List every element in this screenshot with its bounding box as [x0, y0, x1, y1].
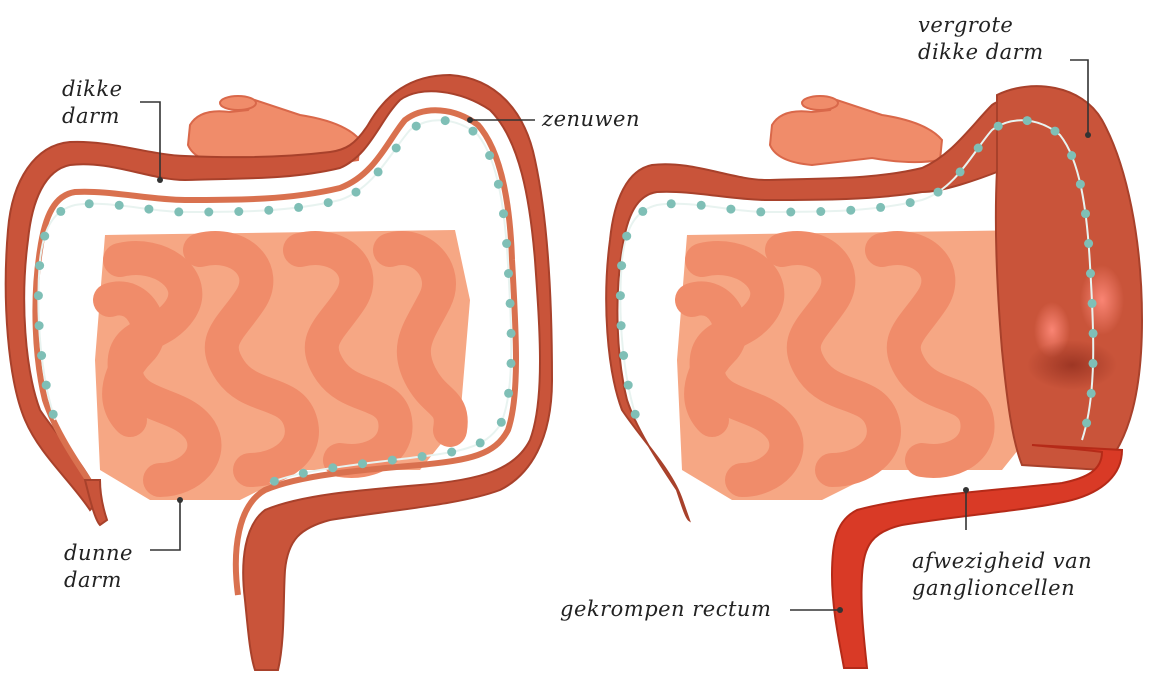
- nerve-dot: [1076, 180, 1085, 189]
- nerve-dot: [56, 207, 65, 216]
- nerve-dot: [876, 203, 885, 212]
- nerve-dot: [352, 188, 361, 197]
- label-zenuwen-text: zenuwen: [542, 106, 640, 133]
- nerve-dot: [294, 203, 303, 212]
- nerve-dot: [392, 144, 401, 153]
- nerve-dot: [485, 151, 494, 160]
- nerve-dot: [1023, 116, 1032, 125]
- nerve-dot: [667, 199, 676, 208]
- nerve-dot: [616, 291, 625, 300]
- nerve-dot: [994, 122, 1003, 131]
- nerve-dot: [726, 205, 735, 214]
- nerve-dot: [1089, 329, 1098, 338]
- nerve-dot: [1084, 239, 1093, 248]
- nerve-dot: [270, 477, 279, 486]
- label-gekrompen-rectum: gekrompen rectum: [560, 596, 771, 623]
- nerve-dot: [494, 180, 503, 189]
- label-afwezigheid-line1: afwezigheid van: [912, 548, 1092, 575]
- label-afwezigheid-line2: ganglioncellen: [912, 575, 1092, 602]
- nerve-dot: [631, 410, 640, 419]
- nerve-dot: [1089, 359, 1098, 368]
- nerve-dot: [476, 438, 485, 447]
- nerve-dot: [324, 198, 333, 207]
- nerve-dot: [1067, 151, 1076, 160]
- nerve-dot: [358, 459, 367, 468]
- nerve-dot: [204, 208, 213, 217]
- nerve-dot: [617, 321, 626, 330]
- label-dunne-darm-line1: dunne: [64, 540, 133, 567]
- nerve-dot: [40, 232, 49, 241]
- nerve-dot: [1087, 389, 1096, 398]
- nerve-dot: [756, 207, 765, 216]
- nerve-dot: [502, 239, 511, 248]
- nerve-dot: [816, 207, 825, 216]
- nerve-dot: [497, 418, 506, 427]
- nerve-dot: [374, 167, 383, 176]
- nerve-dot: [42, 381, 51, 390]
- nerve-dot: [234, 207, 243, 216]
- nerve-dot: [441, 116, 450, 125]
- nerve-dot: [499, 209, 508, 218]
- label-dunne-darm: dunne darm: [64, 540, 133, 594]
- label-dunne-darm-line2: darm: [64, 567, 133, 594]
- nerve-dot: [412, 122, 421, 131]
- nerve-dot: [469, 127, 478, 136]
- label-dikke-darm: dikke darm: [62, 76, 123, 130]
- nerve-dot: [697, 201, 706, 210]
- nerve-dot: [956, 167, 965, 176]
- nerve-dot: [328, 463, 337, 472]
- nerve-dot: [504, 269, 513, 278]
- nerve-dot: [638, 207, 647, 216]
- nerve-dot: [418, 452, 427, 461]
- nerve-dot: [846, 206, 855, 215]
- nerve-dot: [34, 291, 43, 300]
- nerve-dot: [619, 351, 628, 360]
- nerve-dot: [624, 381, 633, 390]
- nerve-dot: [1051, 127, 1060, 136]
- nerve-dot: [1082, 419, 1091, 428]
- label-vergrote-line2: dikke darm: [918, 39, 1044, 66]
- label-dikke-darm-line2: darm: [62, 103, 123, 130]
- nerve-dot: [85, 199, 94, 208]
- nerve-dot: [934, 188, 943, 197]
- nerve-dot: [49, 410, 58, 419]
- nerve-dot: [144, 205, 153, 214]
- nerve-dot: [115, 201, 124, 210]
- nerve-dot: [622, 232, 631, 241]
- nerve-dot: [506, 299, 515, 308]
- leader-dunne-darm: [150, 500, 180, 550]
- nerve-dot: [447, 448, 456, 457]
- nerve-dot: [35, 321, 44, 330]
- label-afwezigheid-ganglioncellen: afwezigheid van ganglioncellen: [912, 548, 1092, 602]
- nerve-dot: [35, 261, 44, 270]
- nerve-dot: [1081, 209, 1090, 218]
- nerve-dot: [507, 329, 516, 338]
- label-vergrote-dikke-darm: vergrote dikke darm: [918, 12, 1044, 66]
- nerve-dot: [264, 206, 273, 215]
- nerve-dot: [974, 144, 983, 153]
- nerve-dot: [37, 351, 46, 360]
- nerve-dot: [906, 198, 915, 207]
- nerve-dot: [1088, 299, 1097, 308]
- small-intestine: [677, 230, 1052, 500]
- nerve-dot: [786, 208, 795, 217]
- nerve-dot: [388, 456, 397, 465]
- label-dikke-darm-line1: dikke: [62, 76, 123, 103]
- label-vergrote-line1: vergrote: [918, 12, 1044, 39]
- nerve-dot: [174, 207, 183, 216]
- label-zenuwen: zenuwen: [542, 106, 640, 133]
- stomach-shape: [770, 96, 942, 165]
- nerve-dot: [1086, 269, 1095, 278]
- small-intestine: [95, 230, 470, 500]
- label-gekrompen-rectum-text: gekrompen rectum: [560, 596, 771, 623]
- nerve-dot: [504, 389, 513, 398]
- nerve-dot: [507, 359, 516, 368]
- nerve-dot: [299, 469, 308, 478]
- nerve-dot: [617, 261, 626, 270]
